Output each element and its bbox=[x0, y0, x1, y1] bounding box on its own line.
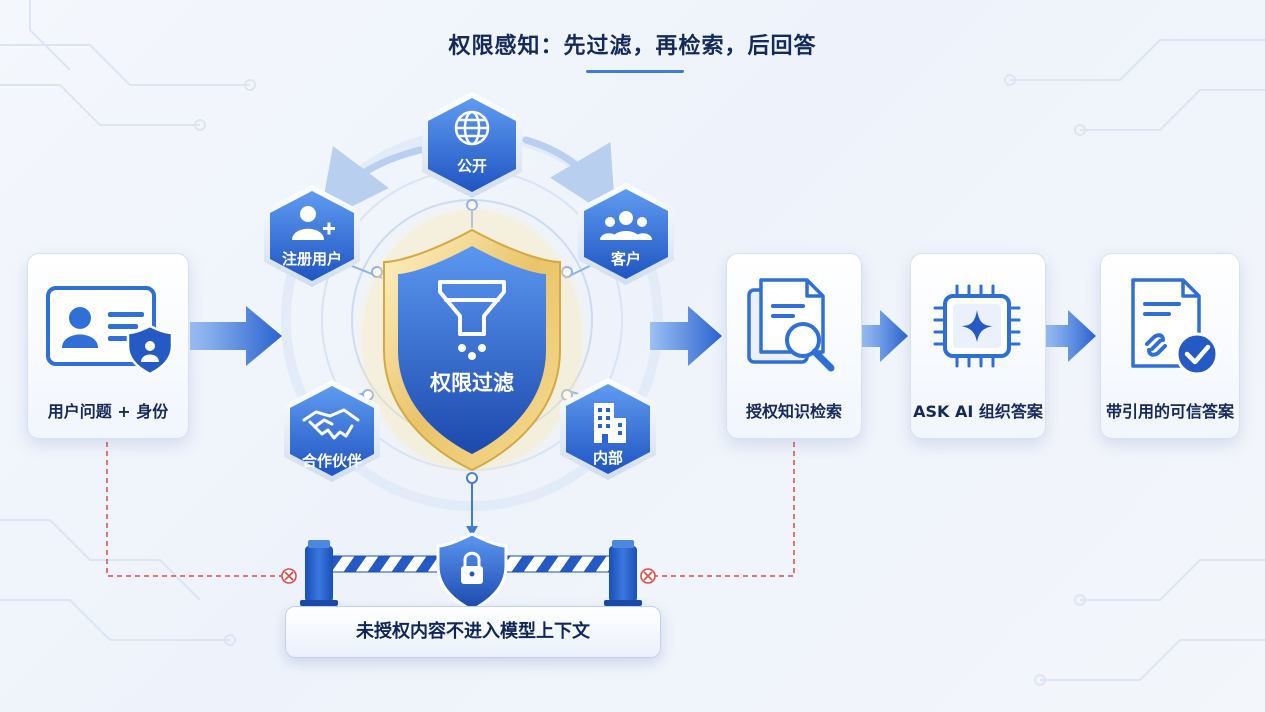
step-card-retrieval: 授权知识检索 bbox=[726, 253, 862, 439]
flow-arrow-input-to-filter bbox=[190, 306, 282, 366]
step-card-ai: ASK AI 组织答案 bbox=[910, 253, 1046, 439]
filter-label: 权限过滤 bbox=[429, 371, 514, 395]
audience-public: 公开 bbox=[422, 92, 522, 198]
flow-arrow-ai-to-answer bbox=[1046, 310, 1096, 362]
cited-document-check-icon bbox=[1131, 278, 1219, 376]
cycle-arrow-left bbox=[318, 145, 424, 223]
blocked-paths bbox=[106, 442, 795, 577]
step-label: 带引用的可信答案 bbox=[1105, 402, 1234, 421]
building-icon bbox=[594, 403, 626, 443]
audience-label: 注册用户 bbox=[282, 250, 342, 268]
user-add-icon bbox=[292, 206, 335, 240]
lock-shield-icon bbox=[436, 532, 508, 612]
audience-label: 合作伙伴 bbox=[301, 452, 362, 470]
audience-internal: 内部 bbox=[560, 378, 656, 480]
barrier-post-left bbox=[300, 540, 338, 606]
shield-to-barrier-connector bbox=[466, 472, 478, 536]
title-underline bbox=[586, 70, 684, 73]
page-title: 权限感知：先过滤，再检索，后回答 bbox=[448, 34, 817, 59]
ai-chip-icon bbox=[933, 284, 1021, 368]
id-card-shield-icon bbox=[46, 286, 174, 376]
flow-arrow-filter-to-retrieval bbox=[650, 306, 722, 366]
audience-label: 公开 bbox=[457, 157, 487, 175]
group-icon bbox=[600, 211, 652, 240]
audience-customer: 客户 bbox=[578, 183, 674, 285]
step-label: 授权知识检索 bbox=[745, 402, 842, 421]
audience-label: 内部 bbox=[593, 449, 623, 467]
flow-arrow-retrieval-to-ai bbox=[862, 310, 908, 362]
background-circuit-decoration bbox=[0, 0, 1265, 686]
blocked-marker-left bbox=[281, 568, 297, 584]
step-label: ASK AI 组织答案 bbox=[913, 402, 1043, 421]
globe-icon bbox=[454, 110, 490, 146]
step-card-answer: 带引用的可信答案 bbox=[1100, 253, 1240, 439]
document-search-icon bbox=[747, 278, 835, 372]
audience-partner: 合作伙伴 bbox=[284, 380, 380, 482]
funnel-shield-icon bbox=[438, 280, 506, 360]
permission-filter-shield: 权限过滤 bbox=[362, 210, 582, 472]
handshake-icon bbox=[302, 408, 360, 440]
cycle-arrow-right bbox=[522, 136, 616, 221]
input-card: 用户问题 + 身份 bbox=[27, 253, 189, 439]
barrier-banner: 未授权内容不进入模型上下文 bbox=[285, 606, 661, 658]
audience-label: 客户 bbox=[610, 250, 641, 268]
barrier-post-right bbox=[604, 540, 642, 606]
input-card-label: 用户问题 + 身份 bbox=[47, 402, 169, 421]
access-barrier bbox=[300, 532, 642, 612]
blocked-marker-right bbox=[640, 568, 656, 584]
audience-registered-user: 注册用户 bbox=[264, 185, 360, 287]
